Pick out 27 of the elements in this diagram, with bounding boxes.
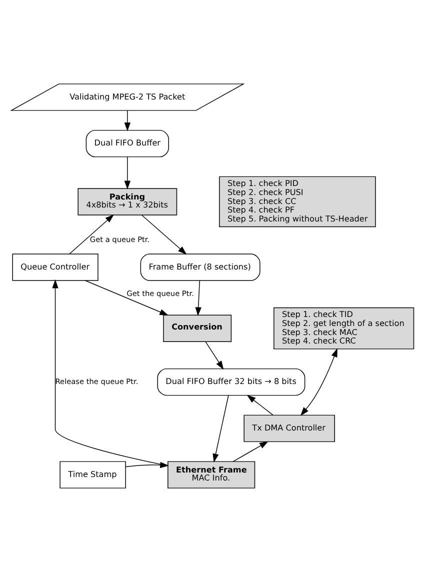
arrow bbox=[85, 280, 169, 316]
node-box: Ethernet Frame MAC Info. bbox=[168, 461, 256, 488]
node-box: Dual FIFO Buffer 32 bits → 8 bits bbox=[157, 368, 306, 396]
arrow bbox=[52, 279, 168, 466]
node-box: Packing 4x8bits → 1 x 32bits bbox=[78, 188, 178, 216]
node-box: Dual FIFO Buffer bbox=[86, 130, 169, 158]
node-box: Time Stamp bbox=[60, 461, 126, 488]
arrow bbox=[205, 341, 224, 370]
edge-label: Release the queue Ptr. bbox=[55, 376, 138, 386]
arrow bbox=[141, 214, 187, 255]
node-box: Conversion bbox=[163, 314, 232, 342]
node-box: Step 1. check TID Step 2. get length of a section Step 3. check MAC Step 4. check CRC bbox=[274, 307, 414, 350]
node-box: Tx DMA Controller bbox=[244, 414, 335, 442]
arrow bbox=[124, 156, 130, 190]
arrow bbox=[232, 441, 268, 462]
edge-label: Get the queue Ptr. bbox=[126, 288, 194, 298]
arrow bbox=[69, 214, 114, 254]
arrow bbox=[246, 394, 274, 416]
arrow bbox=[125, 462, 169, 468]
edge-label: Get a queue Ptr. bbox=[90, 235, 150, 244]
arrow bbox=[124, 110, 130, 132]
arrow bbox=[212, 395, 229, 463]
node-box: Step 1. check PID Step 2. check PUSI Step 3. check CC Step 4. check PF Step 5. Packing without TS-Header bbox=[219, 176, 376, 228]
arrow bbox=[300, 348, 338, 416]
node-box: Frame Buffer (8 sections) bbox=[140, 254, 260, 281]
arrow bbox=[195, 280, 202, 316]
node-box: Queue Controller bbox=[12, 254, 98, 281]
